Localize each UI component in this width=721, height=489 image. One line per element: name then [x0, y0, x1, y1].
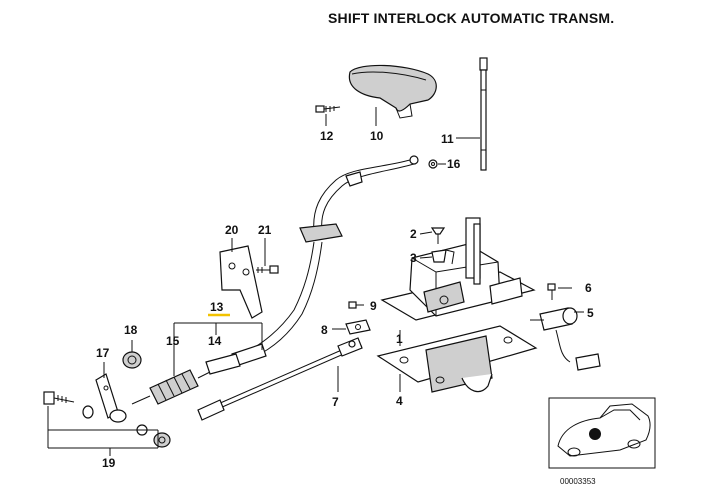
- locator-dot-marker: [589, 428, 601, 440]
- label-6: 6: [585, 281, 592, 295]
- base-plate-4-part[interactable]: [376, 325, 538, 393]
- label-18: 18: [124, 323, 138, 337]
- label-7: 7: [332, 395, 339, 409]
- screw-2-part[interactable]: [430, 227, 446, 244]
- cable-boot-part[interactable]: [131, 369, 211, 405]
- selector-housing-1-part[interactable]: [380, 217, 536, 321]
- shift-rod-part[interactable]: [479, 57, 488, 171]
- bracket-20-part[interactable]: [219, 245, 263, 319]
- label-16: 16: [447, 157, 461, 171]
- label-20: 20: [225, 223, 239, 237]
- grommet-18-part[interactable]: [122, 351, 142, 369]
- label-17: 17: [96, 346, 110, 360]
- label-9: 9: [370, 299, 377, 313]
- label-3: 3: [410, 251, 417, 265]
- label-1: 1: [396, 332, 403, 346]
- interlock-cable-7-part[interactable]: [197, 337, 363, 421]
- label-19: 19: [102, 456, 116, 470]
- clip-8-part[interactable]: [345, 319, 371, 335]
- diagram-title: SHIFT INTERLOCK AUTOMATIC TRANSM.: [328, 10, 615, 26]
- label-21: 21: [258, 223, 272, 237]
- label-4: 4: [396, 394, 403, 408]
- solenoid-5-part[interactable]: [530, 307, 601, 371]
- vehicle-locator-inset: [548, 397, 656, 469]
- label-8: 8: [321, 323, 328, 337]
- label-10: 10: [370, 129, 384, 143]
- label-5: 5: [587, 306, 594, 320]
- label-13: 13: [210, 300, 224, 314]
- shift-knob-part[interactable]: [348, 64, 437, 119]
- label-12: 12: [320, 129, 334, 143]
- label-14: 14: [208, 334, 222, 348]
- label-15: 15: [166, 334, 180, 348]
- label-2: 2: [410, 227, 417, 241]
- screw-9-part[interactable]: [348, 301, 364, 309]
- screw-6-part[interactable]: [547, 283, 556, 300]
- nut-16-part[interactable]: [428, 159, 438, 169]
- clip-3-part[interactable]: [431, 249, 447, 263]
- clip-bracket-17-part[interactable]: [95, 373, 127, 423]
- selector-cable-part[interactable]: [205, 155, 419, 375]
- bolt-21-part[interactable]: [256, 265, 279, 274]
- document-number: 00003353: [560, 477, 596, 486]
- screw-12-part[interactable]: [315, 105, 341, 113]
- label-11: 11: [441, 132, 454, 146]
